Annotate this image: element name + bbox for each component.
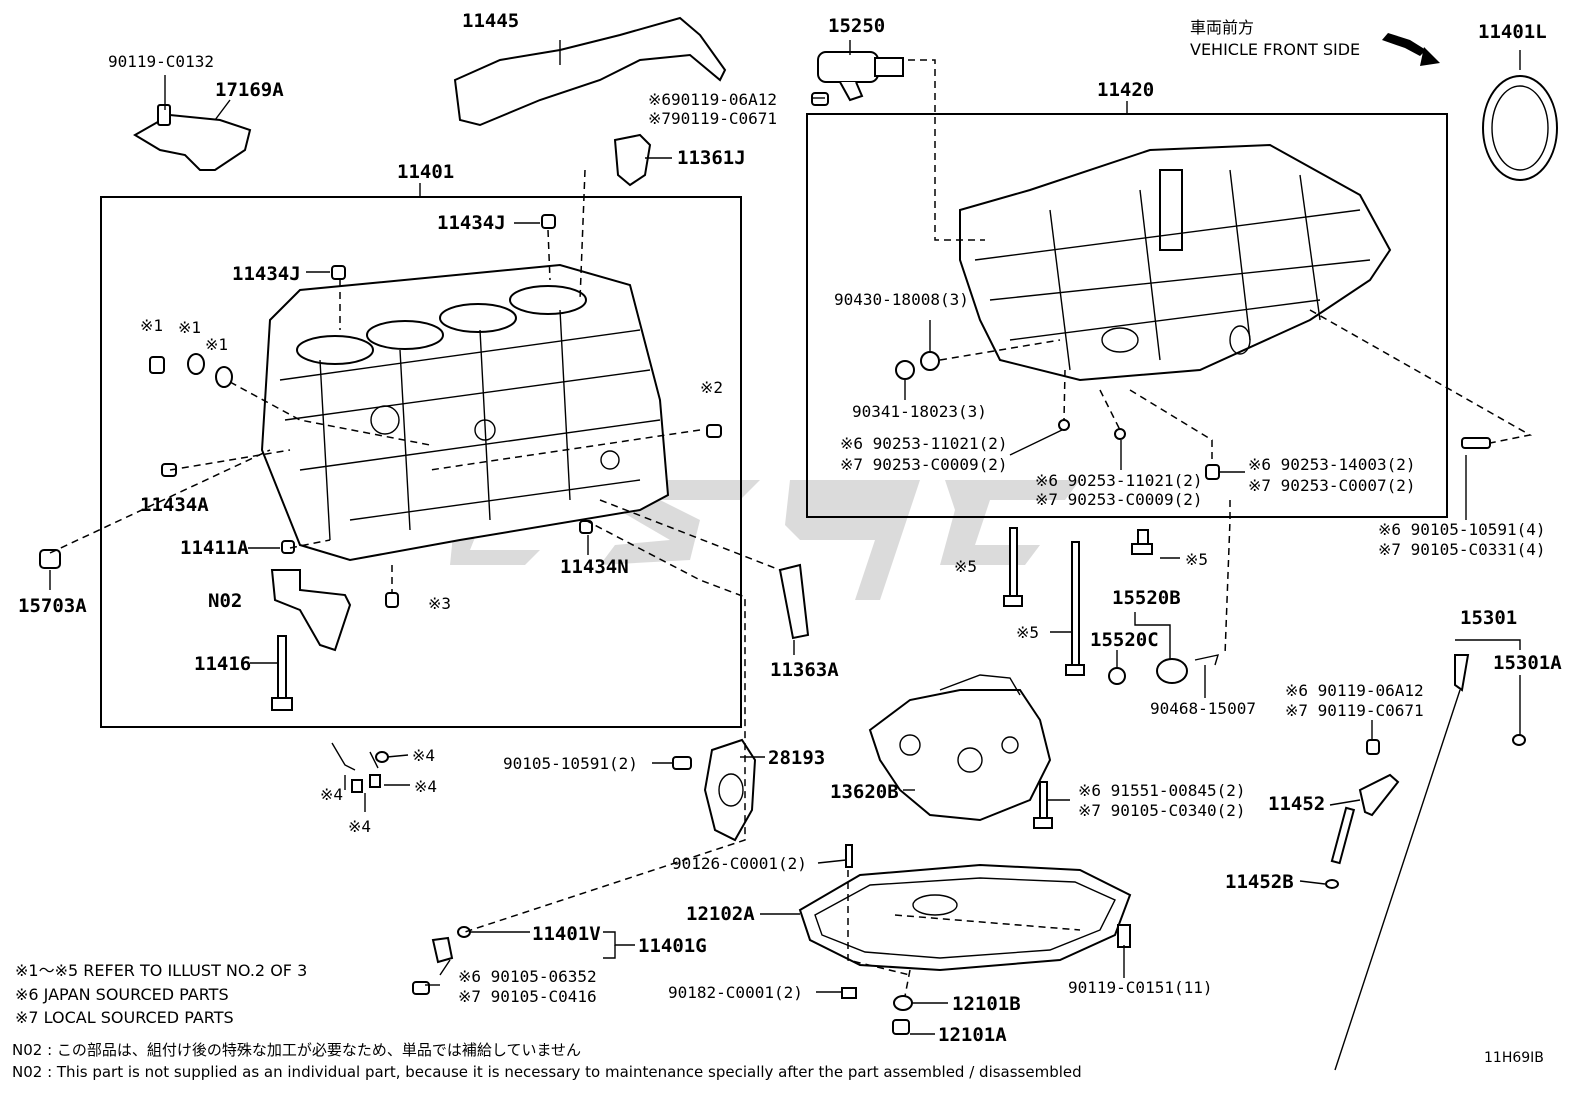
label-mark5-b: ※5 (1016, 623, 1039, 642)
label-mark1-c: ※1 (205, 335, 228, 354)
label-13620B: 13620B (830, 781, 899, 803)
label-90119-C0151: 90119-C0151(11) (1068, 978, 1213, 997)
small-parts (39, 92, 1526, 1071)
label-11434J-lower: 11434J (232, 263, 301, 285)
label-11434A: 11434A (140, 494, 209, 516)
cylinder-block-group-box (100, 196, 742, 728)
label-mark4-c: ※4 (320, 785, 343, 804)
label-6-90253-11021-b: ※6 90253-11021(2) (1035, 471, 1203, 490)
gasket-11361J-drawing (613, 133, 652, 187)
vehicle-front-label-en: VEHICLE FRONT SIDE (1190, 40, 1360, 59)
label-6-90253-14003: ※6 90253-14003(2) (1248, 455, 1416, 474)
label-6-90105-10591: ※6 90105-10591(4) (1378, 520, 1546, 539)
label-90126-C0001: 90126-C0001(2) (672, 854, 807, 873)
label-15520C: 15520C (1090, 629, 1159, 651)
note-n02-jp: N02 : この部品は、組付け後の特殊な加工が必要なため、単品では補給していませ… (12, 1041, 581, 1059)
label-11416: 11416 (194, 653, 251, 675)
label-11411A: 11411A (180, 537, 249, 559)
label-7-90105-C0340: ※7 90105-C0340(2) (1078, 801, 1246, 820)
label-mark5-a: ※5 (954, 557, 977, 576)
label-mark4-b: ※4 (414, 777, 437, 796)
label-11401: 11401 (397, 161, 454, 183)
label-12101A: 12101A (938, 1024, 1007, 1046)
oil-seal-11401L-drawing (1482, 75, 1558, 181)
label-6-91551-00845: ※6 91551-00845(2) (1078, 781, 1246, 800)
label-28193: 28193 (768, 747, 825, 769)
label-90468-15007: 90468-15007 (1150, 699, 1256, 718)
oil-pump-13620B-drawing (868, 674, 1052, 822)
label-7-90253-C0007: ※7 90253-C0007(2) (1248, 476, 1416, 495)
label-12102A: 12102A (686, 903, 755, 925)
label-mark2: ※2 (700, 378, 723, 397)
label-7-90119-C0671-top: ※790119-C0671 (648, 109, 777, 128)
label-mark4-a: ※4 (412, 746, 435, 765)
shield-11445-drawing (453, 16, 727, 127)
label-11452: 11452 (1268, 793, 1325, 815)
label-12101B: 12101B (952, 993, 1021, 1015)
label-7-90105-C0416: ※7 90105-C0416 (458, 987, 597, 1006)
label-6-90253-11021-a: ※6 90253-11021(2) (840, 434, 1008, 453)
label-15520B: 15520B (1112, 587, 1181, 609)
label-11363A: 11363A (770, 659, 839, 681)
leader-lines (49, 40, 1521, 1035)
label-15250: 15250 (828, 15, 885, 37)
label-6-90119-06A12-top: ※690119-06A12 (648, 90, 777, 109)
label-11434J-upper: 11434J (437, 212, 506, 234)
note-japan-sourced: ※6 JAPAN SOURCED PARTS (15, 985, 229, 1004)
label-90341-18023: 90341-18023(3) (852, 402, 987, 421)
vehicle-front-label-jp: 車両前方 (1190, 18, 1254, 37)
label-7-90253-C0009-b: ※7 90253-C0009(2) (1035, 490, 1203, 509)
label-90430-18008: 90430-18008(3) (834, 290, 969, 309)
label-6-90119-06A12-right: ※6 90119-06A12 (1285, 681, 1424, 700)
label-N02: N02 (208, 590, 242, 612)
bracket-17169A-drawing (133, 113, 252, 171)
front-direction-arrow-icon (1382, 33, 1440, 66)
sensor-15250-drawing (817, 51, 904, 102)
label-90119-C0132: 90119-C0132 (108, 52, 214, 71)
label-mark5-c: ※5 (1185, 550, 1208, 569)
label-11420: 11420 (1097, 79, 1154, 101)
label-15703A: 15703A (18, 595, 87, 617)
label-11361J: 11361J (677, 147, 746, 169)
label-11401V: 11401V (532, 923, 601, 945)
cylinder-block-11401-drawing (260, 263, 670, 562)
note-local-sourced: ※7 LOCAL SOURCED PARTS (15, 1008, 234, 1027)
label-6-90105-06352: ※6 90105-06352 (458, 967, 597, 986)
label-90182-C0001: 90182-C0001(2) (668, 983, 803, 1002)
label-mark1-a: ※1 (140, 316, 163, 335)
label-mark3: ※3 (428, 594, 451, 613)
label-11401G: 11401G (638, 935, 707, 957)
note-refer-illust: ※1～※5 REFER TO ILLUST NO.2 OF 3 (15, 961, 307, 980)
label-7-90105-C0331: ※7 90105-C0331(4) (1378, 540, 1546, 559)
dashed-alignment-lines (49, 59, 1533, 997)
label-17169A: 17169A (215, 79, 284, 101)
crankcase-11420-drawing (959, 143, 1392, 382)
note-n02-en: N02 : This part is not supplied as an in… (12, 1063, 1082, 1081)
label-7-90119-C0671-right: ※7 90119-C0671 (1285, 701, 1424, 720)
label-11401L: 11401L (1478, 21, 1547, 43)
label-90105-10591-2: 90105-10591(2) (503, 754, 638, 773)
label-11434N: 11434N (560, 556, 629, 578)
label-7-90253-C0009-a: ※7 90253-C0009(2) (840, 455, 1008, 474)
illustration-id: 11H69IB (1484, 1050, 1544, 1066)
label-11452B: 11452B (1225, 871, 1294, 893)
label-11445: 11445 (462, 10, 519, 32)
label-15301: 15301 (1460, 607, 1517, 629)
label-15301A: 15301A (1493, 652, 1562, 674)
oil-pan-12102A-drawing (798, 863, 1132, 972)
label-mark1-b: ※1 (178, 318, 201, 337)
label-mark4-d: ※4 (348, 817, 371, 836)
